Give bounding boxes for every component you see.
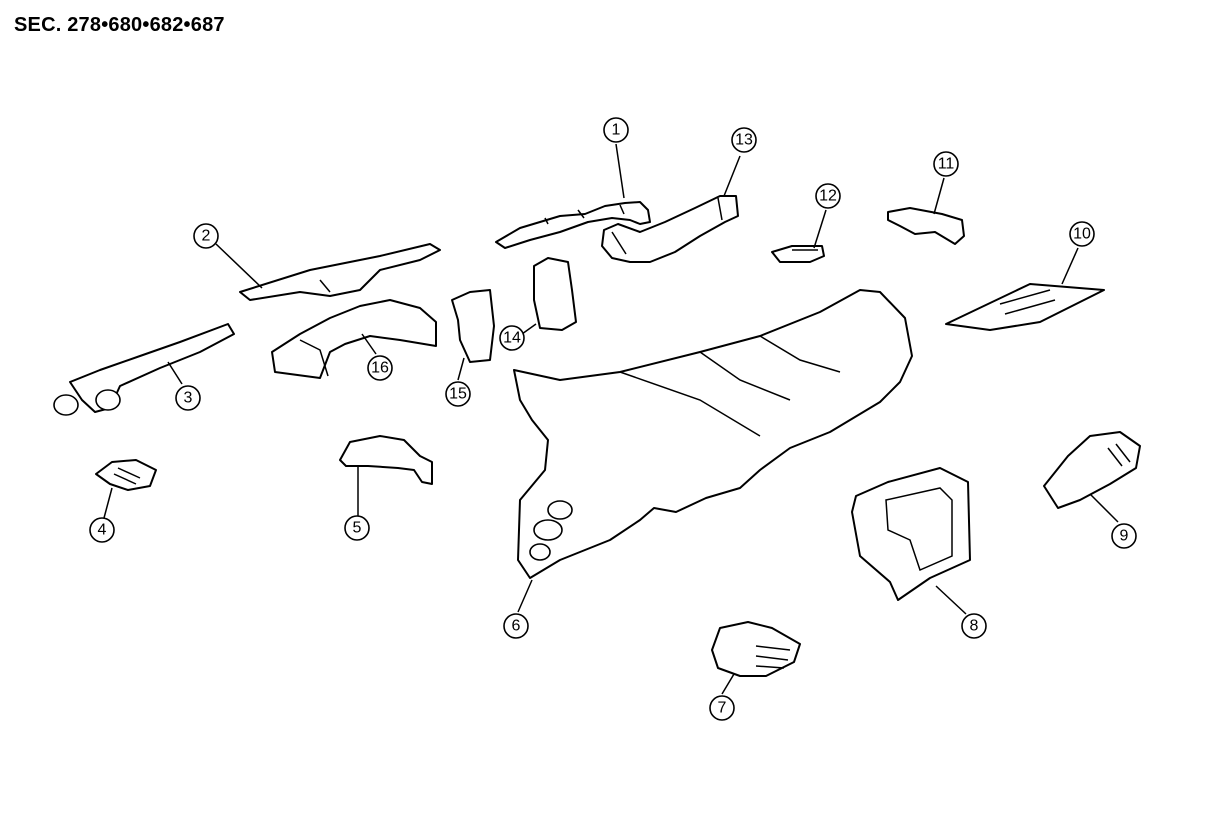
leader-10 — [1061, 247, 1079, 285]
part-9-side-ventilator — [1043, 431, 1141, 509]
callout-8-label: 8 — [970, 618, 979, 635]
callout-8: 8 — [961, 613, 987, 639]
part-7-center-ventilator — [711, 621, 801, 677]
callout-15-label: 15 — [449, 386, 467, 403]
callout-11: 11 — [933, 151, 959, 177]
leader-1 — [615, 143, 625, 199]
leader-14 — [521, 323, 537, 335]
callout-1-label: 1 — [612, 122, 621, 139]
part-6-instrument-panel-assembly — [513, 289, 913, 579]
callout-13: 13 — [731, 127, 757, 153]
part-2-instrument-panel-bracket — [239, 243, 441, 301]
leader-7 — [721, 673, 735, 695]
callout-16-label: 16 — [371, 360, 389, 377]
callout-5: 5 — [344, 515, 370, 541]
part-1-defroster-duct — [495, 201, 651, 249]
leader-8 — [935, 585, 967, 615]
callout-9-label: 9 — [1120, 528, 1129, 545]
callout-11-label: 11 — [938, 156, 955, 173]
callout-3: 3 — [175, 385, 201, 411]
part-16-center-ventilator-duct — [271, 299, 437, 379]
part-15-bracket — [451, 289, 495, 363]
leader-16 — [361, 333, 377, 355]
leader-12 — [813, 209, 827, 249]
leader-3 — [167, 361, 183, 385]
part-10-lower-cover — [945, 283, 1105, 331]
callout-13-label: 13 — [735, 132, 753, 149]
part-11-stay — [887, 207, 965, 245]
part-8-center-cluster-finisher — [851, 467, 971, 601]
callout-12: 12 — [815, 183, 841, 209]
part-13-side-ventilator-duct — [601, 195, 739, 263]
callout-3-label: 3 — [184, 390, 193, 407]
leader-6 — [517, 579, 533, 613]
callout-16: 16 — [367, 355, 393, 381]
section-label: SEC. 278•680•682•687 — [14, 14, 225, 36]
part-3-side-defroster-duct — [53, 323, 235, 416]
callout-10-label: 10 — [1073, 226, 1091, 243]
callout-14: 14 — [499, 325, 525, 351]
callout-7-label: 7 — [718, 700, 727, 717]
part-14-bracket — [533, 257, 577, 331]
leader-2 — [215, 243, 263, 289]
leader-4 — [103, 487, 113, 519]
part-4-side-ventilator — [95, 459, 157, 491]
callout-15: 15 — [445, 381, 471, 407]
callout-9: 9 — [1111, 523, 1137, 549]
leader-15 — [457, 357, 465, 381]
part-5-cluster-lid — [339, 435, 433, 485]
callout-6: 6 — [503, 613, 529, 639]
leader-13 — [723, 155, 741, 197]
part-12-bracket — [771, 245, 825, 263]
leader-11 — [933, 177, 945, 215]
callout-6-label: 6 — [512, 618, 521, 635]
callout-12-label: 12 — [819, 188, 837, 205]
leader-9 — [1089, 493, 1119, 523]
callout-4: 4 — [89, 517, 115, 543]
callout-14-label: 14 — [503, 330, 521, 347]
callout-1: 1 — [603, 117, 629, 143]
callout-10: 10 — [1069, 221, 1095, 247]
callout-7: 7 — [709, 695, 735, 721]
callout-4-label: 4 — [98, 522, 107, 539]
callout-2: 2 — [193, 223, 219, 249]
callout-5-label: 5 — [353, 520, 362, 537]
callout-2-label: 2 — [202, 228, 211, 245]
